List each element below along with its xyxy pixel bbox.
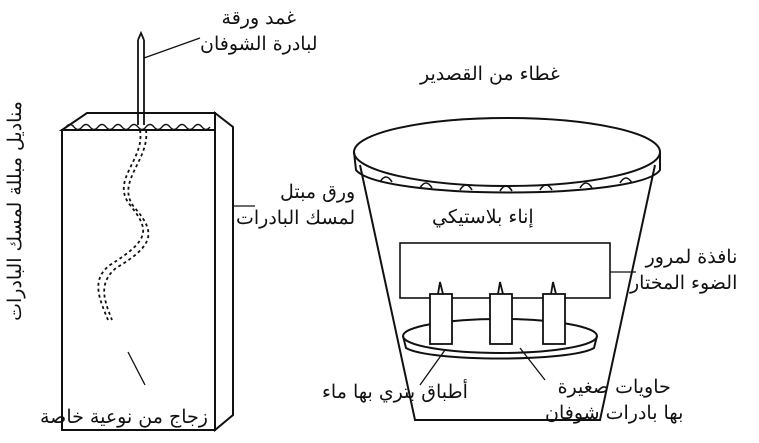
coleoptile-leader: [143, 37, 201, 59]
special-glass-leader: [127, 351, 146, 386]
foil-cover-label: غطاء من القصدير: [420, 63, 560, 85]
coleoptile-shoot: [137, 30, 145, 125]
petri-dishes-label: أطباق بتري بها ماء: [322, 381, 468, 403]
small-containers: [429, 281, 566, 345]
moist-paper-label: ورق مبتل لمسك البادرات: [236, 181, 356, 229]
wet-tissue-top: [65, 123, 211, 131]
small-containers-label: حاويات صغيرة بها بادرات شوفان: [545, 376, 684, 424]
window-label: نافذة لمرور الضوء المختار: [630, 246, 738, 294]
plastic-container: [359, 164, 656, 421]
light-window: [399, 242, 611, 299]
plastic-container-label: إناء بلاستيكي: [432, 206, 534, 228]
special-glass-label: زجاج من نوعية خاصة: [40, 406, 208, 428]
coleoptile-label: غمد ورقة لبادرة الشوفان: [200, 7, 318, 55]
petri-leader: [419, 349, 446, 386]
containers-leader: [519, 347, 546, 381]
foil-cover: [353, 117, 661, 194]
glass-box: [58, 110, 234, 433]
seedling-roots: [97, 129, 150, 321]
wet-tissues-label: مناديل مبللة لمسك البادرات: [4, 101, 26, 321]
